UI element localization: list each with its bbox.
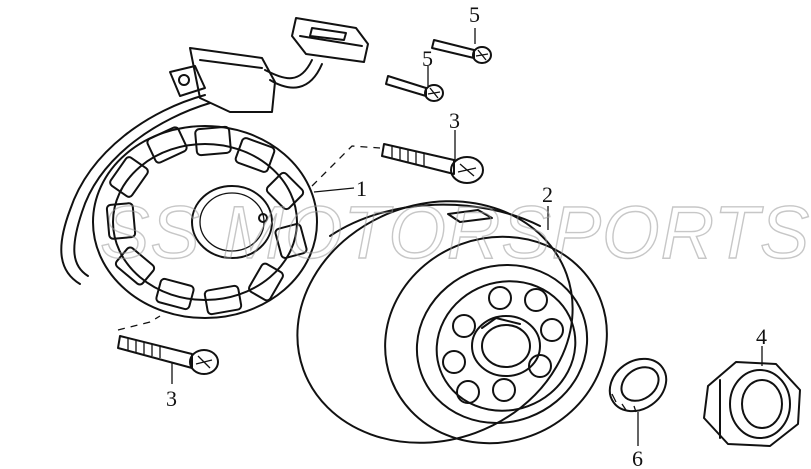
callout-1: 1	[356, 176, 367, 201]
alignment-dash-lower	[117, 315, 161, 331]
flange-nut	[703, 361, 801, 447]
bolt-3-lower	[117, 335, 219, 375]
stator-coil-assembly	[60, 17, 369, 319]
lock-washer	[608, 357, 668, 413]
alignment-dash-upper	[311, 145, 381, 187]
bolt-5-lower	[385, 75, 444, 102]
callout-5-upper: 5	[469, 2, 480, 27]
watermark-text: SS MOTORSPORTS	[100, 191, 810, 274]
flywheel-rotor	[296, 200, 608, 445]
bolt-5-upper	[431, 39, 492, 64]
callout-2: 2	[542, 182, 553, 207]
callout-5-lower: 5	[422, 46, 433, 71]
callout-4: 4	[756, 324, 767, 349]
callout-3-lower: 3	[166, 386, 177, 411]
callout-3-upper: 3	[449, 108, 460, 133]
callout-6: 6	[632, 446, 643, 469]
bolt-3-upper	[381, 143, 484, 184]
